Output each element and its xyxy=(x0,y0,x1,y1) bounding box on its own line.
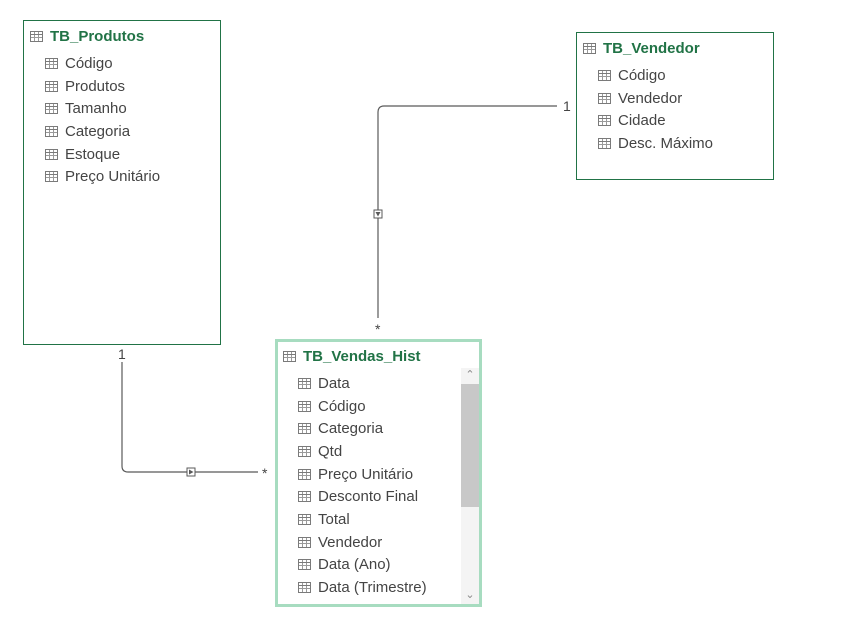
cardinality-one-produtos: 1 xyxy=(118,346,126,362)
field-grid-icon xyxy=(598,115,611,127)
field-grid-icon xyxy=(298,491,311,503)
field-grid-icon xyxy=(298,582,311,594)
field-list-vendas-hist: Data Código Categoria Qtd Preço Unitário… xyxy=(298,372,427,599)
field-list-vendedor: Código Vendedor Cidade Desc. Máximo xyxy=(598,64,713,155)
connector-line-vendedor-vendas[interactable] xyxy=(377,105,557,318)
connector-line-produtos-vendas[interactable] xyxy=(121,362,258,473)
relationship-produtos-vendas[interactable] xyxy=(121,362,258,477)
field-item[interactable]: Vendedor xyxy=(598,87,713,110)
cardinality-one-vendedor: 1 xyxy=(563,98,571,114)
table-header-produtos[interactable]: TB_Produtos xyxy=(30,25,144,47)
field-item[interactable]: Categoria xyxy=(298,417,427,440)
cardinality-many-vendas-vendedor: * xyxy=(375,321,381,337)
field-item[interactable]: Estoque xyxy=(45,143,160,166)
field-item[interactable]: Desc. Máximo xyxy=(598,132,713,155)
field-label: Vendedor xyxy=(318,533,383,551)
field-label: Data (Trimestre) xyxy=(318,579,427,597)
field-label: Qtd xyxy=(318,442,343,460)
field-label: Total xyxy=(318,510,350,528)
field-label: Estoque xyxy=(65,145,121,163)
table-grid-icon xyxy=(30,30,43,42)
field-label: Tamanho xyxy=(65,100,127,118)
field-grid-icon xyxy=(298,400,311,412)
scrollbar-thumb[interactable] xyxy=(461,384,479,507)
field-grid-icon xyxy=(298,377,311,389)
field-grid-icon xyxy=(598,92,611,104)
field-label: Preço Unitário xyxy=(65,168,161,186)
table-card-vendas-hist[interactable]: TB_Vendas_Hist Data Código Categoria Qtd… xyxy=(275,339,482,607)
table-title: TB_Vendas_Hist xyxy=(303,347,421,365)
cardinality-many-vendas-produtos: * xyxy=(262,465,268,481)
field-grid-icon xyxy=(45,80,58,92)
table-card-vendedor[interactable]: TB_Vendedor Código Vendedor Cidade Desc.… xyxy=(576,32,774,180)
field-grid-icon xyxy=(298,559,311,571)
table-header-vendedor[interactable]: TB_Vendedor xyxy=(583,37,700,59)
field-label: Data (Ano) xyxy=(318,556,391,574)
field-label: Código xyxy=(618,66,666,84)
chevron-up-icon[interactable]: ⌃ xyxy=(465,369,475,381)
filter-direction-arrow-icon xyxy=(375,212,381,217)
field-item[interactable]: Data (Trimestre) xyxy=(298,576,427,599)
field-grid-icon xyxy=(298,423,311,435)
field-item[interactable]: Qtd xyxy=(298,440,427,463)
field-label: Preço Unitário xyxy=(318,465,414,483)
table-card-produtos[interactable]: TB_Produtos Código Produtos Tamanho Cate… xyxy=(23,20,221,345)
table-header-vendas-hist[interactable]: TB_Vendas_Hist xyxy=(283,345,421,367)
field-item[interactable]: Vendedor xyxy=(298,531,427,554)
field-grid-icon xyxy=(298,468,311,480)
field-item[interactable]: Cidade xyxy=(598,109,713,132)
field-label: Categoria xyxy=(65,122,131,140)
field-item[interactable]: Código xyxy=(298,395,427,418)
field-item[interactable]: Data xyxy=(298,372,427,395)
chevron-down-icon[interactable]: ⌄ xyxy=(465,589,475,601)
filter-direction-arrow-icon xyxy=(189,469,194,475)
field-item[interactable]: Preço Unitário xyxy=(45,165,160,188)
table-title: TB_Produtos xyxy=(50,27,145,45)
field-grid-icon xyxy=(598,69,611,81)
field-item[interactable]: Categoria xyxy=(45,120,160,143)
field-grid-icon xyxy=(598,137,611,149)
table-grid-icon xyxy=(283,350,296,362)
field-item[interactable]: Total xyxy=(298,508,427,531)
field-grid-icon xyxy=(298,513,311,525)
field-label: Código xyxy=(65,54,113,72)
field-item[interactable]: Desconto Final xyxy=(298,485,427,508)
field-item[interactable]: Produtos xyxy=(45,75,160,98)
field-item[interactable]: Data (Ano) xyxy=(298,554,427,577)
table-grid-icon xyxy=(583,42,596,54)
table-title: TB_Vendedor xyxy=(603,39,700,57)
field-grid-icon xyxy=(45,57,58,69)
field-label: Cidade xyxy=(618,112,666,130)
field-label: Desconto Final xyxy=(318,488,419,506)
relationship-vendedor-vendas[interactable] xyxy=(373,105,557,318)
field-item[interactable]: Tamanho xyxy=(45,97,160,120)
field-label: Desc. Máximo xyxy=(618,134,714,152)
field-grid-icon xyxy=(45,148,58,160)
field-item[interactable]: Código xyxy=(45,52,160,75)
vertical-scrollbar[interactable]: ⌃ ⌄ xyxy=(461,368,479,604)
field-item[interactable]: Código xyxy=(598,64,713,87)
field-grid-icon xyxy=(45,125,58,137)
field-grid-icon xyxy=(298,536,311,548)
field-label: Categoria xyxy=(318,420,384,438)
field-label: Código xyxy=(318,397,366,415)
field-grid-icon xyxy=(45,103,58,115)
field-label: Vendedor xyxy=(618,89,683,107)
field-label: Produtos xyxy=(65,77,126,95)
field-item[interactable]: Preço Unitário xyxy=(298,463,427,486)
field-grid-icon xyxy=(298,445,311,457)
field-grid-icon xyxy=(45,171,58,183)
field-label: Data xyxy=(318,374,350,392)
field-list-produtos: Código Produtos Tamanho Categoria Estoqu… xyxy=(45,52,160,188)
